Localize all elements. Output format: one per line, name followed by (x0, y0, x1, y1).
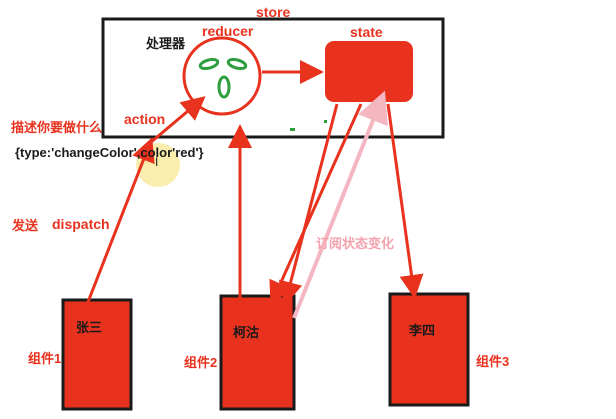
green-mark (324, 120, 327, 123)
action-label: action (124, 111, 166, 127)
action-to-reducer-arrow (149, 96, 206, 145)
reducer-label: reducer (202, 23, 254, 39)
store-label: store (256, 4, 291, 20)
component-3-name: 李四 (409, 323, 436, 338)
processor-label: 处理器 (146, 36, 186, 51)
green-mark (290, 128, 295, 131)
subscribe-arrow (292, 90, 388, 319)
component-3-box (388, 292, 470, 407)
state-label: state (350, 24, 383, 40)
state-block (325, 41, 413, 102)
component-2-tag: 组件2 (184, 355, 218, 370)
action-payload: {type:'changeColor',color'red'} (15, 145, 204, 160)
dispatch-label: dispatch (52, 216, 110, 232)
text-cursor-icon: I (155, 155, 159, 169)
component-1-box (61, 298, 133, 411)
reducer-face-icon (182, 36, 262, 116)
state-to-component3-arrow (386, 103, 424, 299)
component-2-name: 柯沽 (233, 325, 260, 340)
component-2-box (219, 294, 296, 411)
component-3-tag: 组件3 (476, 354, 510, 369)
store-box (101, 17, 445, 139)
component-1-tag: 组件1 (28, 351, 62, 366)
subscribe-label: 订阅状态变化 (316, 236, 395, 251)
send-label: 发送 (12, 218, 39, 233)
state-to-component2-arrow-a (269, 103, 363, 306)
component-1-name: 张三 (76, 320, 103, 335)
dispatch-arrow-up (86, 137, 155, 303)
describe-label: 描述你要做什么 (11, 120, 103, 135)
state-to-component2-arrow-b (278, 103, 339, 306)
